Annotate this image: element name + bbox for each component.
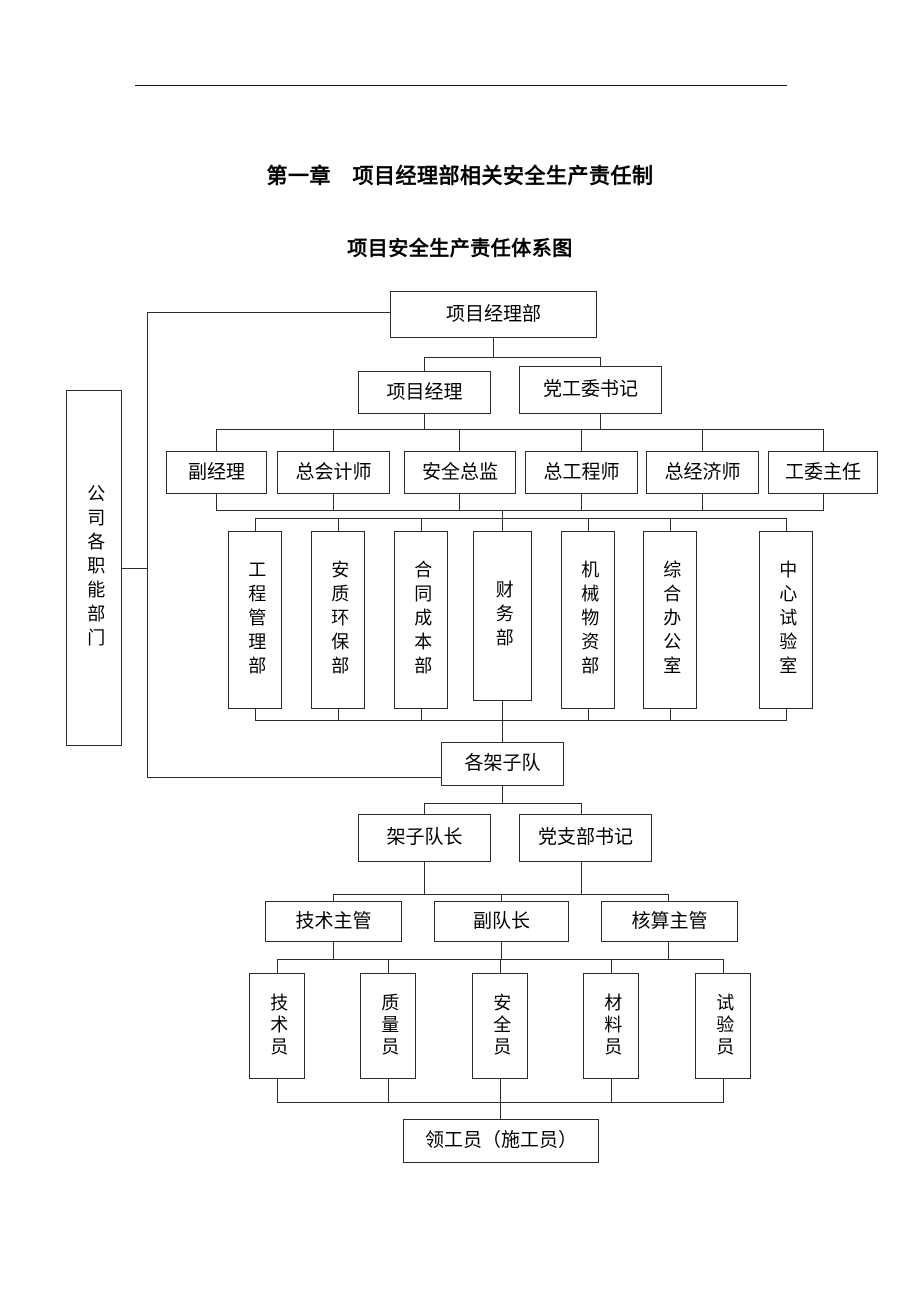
- line-staff-4-down: [611, 1079, 613, 1103]
- chart-title: 项目安全生产责任体系图: [347, 236, 573, 260]
- bus-departments-bottom: [255, 720, 786, 722]
- line-supervisor-2-down: [501, 942, 503, 960]
- node-chief-accountant[interactable]: 总会计师: [277, 451, 390, 494]
- node-party-committee-secretary[interactable]: 党工委书记: [519, 366, 662, 414]
- node-accounting-supervisor[interactable]: 核算主管: [601, 901, 738, 942]
- line-dept-7-down: [786, 708, 788, 721]
- node-materials-clerk[interactable]: 材料员: [583, 973, 639, 1079]
- node-test-technician[interactable]: 试验员: [695, 973, 751, 1079]
- node-union-committee-director[interactable]: 工委主任: [768, 451, 878, 494]
- node-project-manager[interactable]: 项目经理: [358, 371, 491, 414]
- line-staff-2-down: [388, 1079, 390, 1103]
- node-contract-cost-dept[interactable]: 合同成本部: [394, 531, 448, 709]
- line-chief-1-down: [216, 493, 218, 511]
- node-machinery-materials-dept[interactable]: 机械物资部: [561, 531, 615, 709]
- line-spine-to-side-label: [122, 568, 148, 570]
- line-bus-to-team: [502, 720, 504, 742]
- line-chief-4: [581, 429, 583, 451]
- bus-chiefs: [216, 429, 824, 431]
- node-party-branch-secretary[interactable]: 党支部书记: [519, 814, 652, 862]
- node-chief-economist[interactable]: 总经济师: [646, 451, 759, 494]
- line-dept-7-up: [786, 518, 788, 531]
- line-supervisor-3: [668, 894, 670, 902]
- line-dept-5-down: [588, 708, 590, 721]
- line-chief-2-down: [333, 493, 335, 511]
- node-technician[interactable]: 技术员: [249, 973, 305, 1079]
- line-dept-6-up: [670, 518, 672, 531]
- line-dept-4-up: [502, 510, 504, 531]
- bus-chiefs-bottom: [216, 510, 824, 512]
- line-bus-to-foreman: [500, 1102, 502, 1120]
- line-to-party-secretary: [600, 357, 602, 372]
- line-chief-2: [333, 429, 335, 451]
- line-dept-2-up: [338, 518, 340, 531]
- line-pm-down: [424, 413, 426, 430]
- node-company-functional-departments[interactable]: 公司各职能部门: [66, 390, 122, 746]
- line-to-branch-secretary: [581, 803, 583, 815]
- node-finance-dept[interactable]: 财务部: [473, 531, 532, 701]
- line-staff-2-up: [388, 959, 390, 973]
- line-team-leader-down: [424, 862, 426, 895]
- line-chief-3-down: [459, 493, 461, 511]
- line-ps-down: [600, 413, 602, 430]
- line-root-down: [493, 338, 495, 358]
- line-dept-3-up: [421, 518, 423, 531]
- line-dept-1-down: [255, 708, 257, 721]
- node-chief-engineer[interactable]: 总工程师: [525, 451, 638, 494]
- line-team-down: [502, 786, 504, 804]
- line-chief-1: [216, 429, 218, 451]
- bus-team-leaders: [424, 803, 581, 805]
- line-branch-secretary-down: [581, 862, 583, 895]
- line-dept-6-down: [670, 708, 672, 721]
- line-chief-5: [702, 429, 704, 451]
- line-supervisor-1: [333, 894, 335, 902]
- node-general-office[interactable]: 综合办公室: [643, 531, 697, 709]
- node-quality-inspector[interactable]: 质量员: [360, 973, 416, 1079]
- line-chief-6: [823, 429, 825, 451]
- node-deputy-manager[interactable]: 副经理: [166, 451, 267, 494]
- line-dept-2-down: [338, 708, 340, 721]
- node-deputy-team-leader[interactable]: 副队长: [434, 901, 569, 942]
- line-chief-6-down: [823, 493, 825, 511]
- line-to-project-manager: [424, 357, 426, 372]
- line-supervisor-2: [501, 894, 503, 902]
- line-chief-3: [459, 429, 461, 451]
- bus-leaders: [424, 357, 601, 359]
- line-staff-4-up: [611, 959, 613, 973]
- line-root-to-left-spine: [148, 312, 390, 314]
- node-safety-quality-environment-dept[interactable]: 安质环保部: [311, 531, 365, 709]
- node-safety-officer[interactable]: 安全员: [472, 973, 528, 1079]
- chapter-heading: 第一章 项目经理部相关安全生产责任制: [266, 163, 654, 188]
- node-safety-director[interactable]: 安全总监: [404, 451, 516, 494]
- line-supervisor-3-down: [668, 942, 670, 960]
- line-staff-1-up: [277, 959, 279, 973]
- line-staff-5-down: [723, 1079, 725, 1103]
- node-team-leader[interactable]: 架子队长: [358, 814, 491, 862]
- line-dept-3-down: [421, 708, 423, 721]
- node-foreman[interactable]: 领工员（施工员）: [403, 1119, 599, 1163]
- line-staff-3-up: [500, 959, 502, 973]
- line-chief-5-down: [702, 493, 704, 511]
- node-project-department[interactable]: 项目经理部: [390, 291, 597, 338]
- line-staff-1-down: [277, 1079, 279, 1103]
- line-staff-3-down: [500, 1079, 502, 1103]
- header-rule: [135, 85, 787, 86]
- line-dept-4-down: [502, 700, 504, 721]
- node-central-laboratory[interactable]: 中心试验室: [759, 531, 813, 709]
- line-left-spine-to-team: [147, 777, 441, 779]
- line-dept-5-up: [588, 518, 590, 531]
- line-staff-5-up: [723, 959, 725, 973]
- line-chief-4-down: [581, 493, 583, 511]
- line-supervisor-1-down: [333, 942, 335, 960]
- line-to-team-leader: [424, 803, 426, 815]
- node-technical-supervisor[interactable]: 技术主管: [265, 901, 402, 942]
- node-engineering-management-dept[interactable]: 工程管理部: [228, 531, 282, 709]
- node-construction-teams[interactable]: 各架子队: [441, 742, 564, 786]
- bus-departments-top: [255, 518, 786, 520]
- line-dept-1-up: [255, 518, 257, 531]
- line-left-spine: [147, 312, 149, 778]
